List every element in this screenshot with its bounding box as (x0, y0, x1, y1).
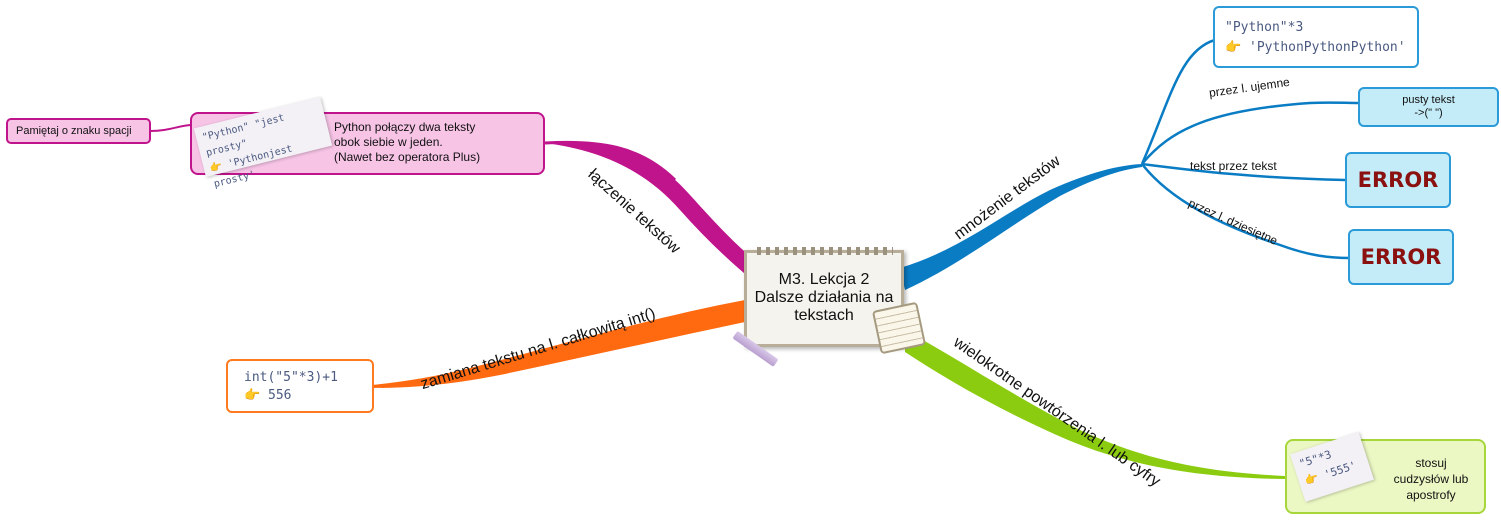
empty-text-line2: ->(" ") (1414, 107, 1443, 119)
join-branch-thin (544, 140, 677, 182)
empty-text-node[interactable]: pusty tekst ->(" ") (1358, 87, 1499, 127)
center-line3: tekstach (794, 307, 854, 324)
convert-node[interactable]: int("5"*3)+1 👉 556 (226, 359, 374, 413)
remember-connector (149, 124, 193, 132)
join-branch (545, 142, 770, 283)
error-node-2[interactable]: ERROR (1348, 229, 1454, 285)
repeat-text-2: cudzysłów lub (1393, 472, 1469, 486)
join-text-3: (Nawet bez operatora Plus) (334, 150, 481, 164)
empty-text-line1: pusty tekst (1402, 94, 1455, 106)
convert-branch (372, 300, 745, 388)
error-text-1: ERROR (1357, 168, 1439, 192)
thumb-icon: 👉 (1303, 471, 1321, 488)
thumb-icon: 👉 (1225, 40, 1242, 55)
thumb-icon: 👉 (208, 160, 224, 175)
mult-code-1: "Python"*3 (1225, 20, 1304, 35)
remember-node[interactable]: Pamiętaj o znaku spacji (6, 118, 151, 144)
notepad-rings (757, 247, 893, 255)
mult-sub-top (1140, 38, 1216, 165)
thumb-icon: 👉 (244, 388, 261, 403)
mult-code-2: 'PythonPythonPython' (1249, 40, 1406, 55)
center-topic[interactable]: M3. Lekcja 2 Dalsze działania na tekstac… (744, 247, 904, 347)
center-line2: Dalsze działania na (754, 289, 894, 306)
join-text-2: obok siebie w jeden. (334, 135, 443, 149)
repeat-branch (905, 330, 1285, 479)
remember-text: Pamiętaj o znaku spacji (16, 125, 132, 137)
mult-edge-text: tekst przez tekst (1190, 159, 1277, 173)
mult-sub-dec (1141, 163, 1351, 260)
multiply-branch (900, 164, 1142, 290)
join-text-1: Python połączy dwa teksty (334, 120, 476, 134)
convert-code-1: int("5"*3)+1 (244, 370, 338, 385)
mult-example-node[interactable]: "Python"*3 👉 'PythonPythonPython' (1213, 6, 1419, 68)
repeat-text-1: stosuj (1415, 456, 1447, 470)
mult-sub-text (1141, 162, 1346, 182)
repeat-text-3: apostrofy (1406, 488, 1456, 502)
clipboard-icon (871, 301, 927, 355)
error-node-1[interactable]: ERROR (1345, 152, 1451, 208)
error-text-2: ERROR (1360, 245, 1442, 269)
center-line1: M3. Lekcja 2 (778, 271, 870, 288)
mult-sub-neg (1141, 101, 1359, 165)
convert-code-2: 556 (268, 388, 292, 403)
